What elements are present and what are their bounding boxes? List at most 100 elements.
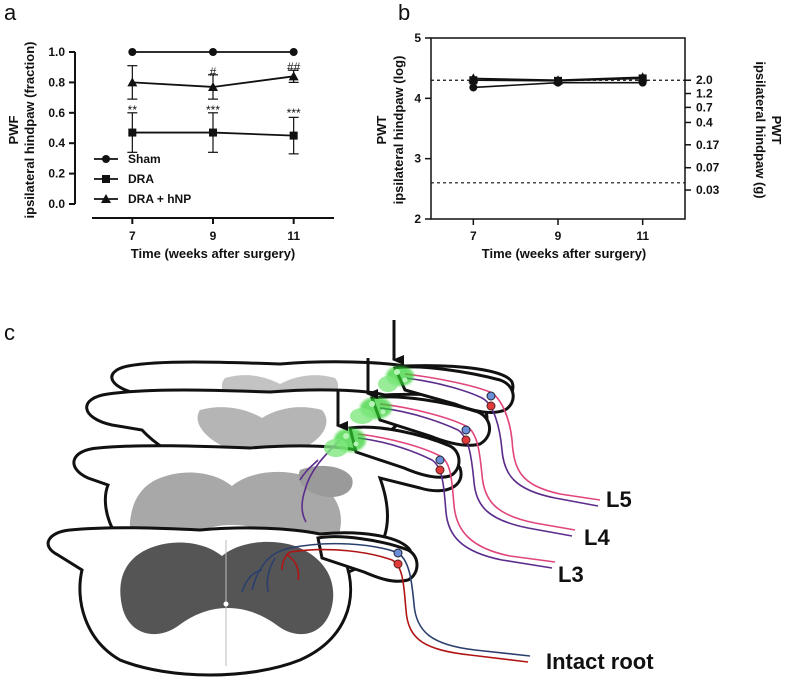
panel-b-x-tick-label: 7 (470, 229, 477, 243)
panel-b-y-tick-label: 3 (414, 152, 421, 166)
root-bulge-l4 (369, 395, 491, 447)
label-l5: L5 (606, 487, 632, 512)
panel-a-significance-mark: # (210, 65, 217, 79)
panel-b-point (637, 72, 648, 82)
node-intact-blue (393, 548, 403, 558)
panel-b-x-tick-label: 9 (555, 229, 562, 243)
panel-b-x-title: Time (weeks after surgery) (482, 246, 647, 261)
node-l5-blue (486, 391, 496, 401)
panel-a-legend-marker (102, 155, 110, 163)
rootlet-l4-motor (379, 407, 573, 537)
panel-a-point (209, 48, 217, 56)
panel-b-point (469, 83, 478, 92)
panel-b-right-tick-label: 2.0 (696, 73, 713, 87)
node-l3-red (435, 465, 445, 475)
panel-a-significance-mark: ** (128, 103, 138, 117)
panel-a-point (128, 128, 137, 137)
panel-a-point (289, 131, 298, 140)
root-bulge-intact (316, 535, 419, 583)
panel-b-right-title-line1: PWT (769, 116, 784, 145)
panel-a-y-tick-label: 0.2 (48, 167, 65, 181)
panel-b-right-ticks: 2.01.20.70.4 0.17 0.07 0.03 (685, 73, 720, 197)
panel-a-legend-label: DRA (128, 172, 154, 186)
panel-b-right-tick-label: 1.2 (696, 87, 713, 101)
root-nodes (393, 391, 496, 569)
label-intact-root: Intact root (546, 649, 654, 674)
panel-b-x-tick-label: 11 (636, 229, 649, 243)
panel-b-point (553, 75, 563, 85)
node-l4-red (461, 435, 471, 445)
panel-c-diagram: c (4, 320, 654, 677)
panel-a-y-tick-label: 1.0 (48, 45, 65, 59)
rootlet-l5-motor (404, 377, 599, 507)
hnp-site-l5 (378, 366, 414, 392)
slice-l4-grey-matter (197, 407, 327, 455)
panel-b-right-tick-label: 0.17 (696, 138, 720, 152)
panel-a-significance-mark: *** (287, 106, 301, 120)
node-l4-blue (461, 425, 471, 435)
panel-a-annotations: ********### (128, 60, 301, 120)
panel-b-series-2 (468, 72, 648, 85)
panel-a-point (208, 81, 218, 91)
hnp-site-l3 (324, 428, 366, 457)
panel-b-y-tick-label: 5 (414, 31, 421, 45)
panel-b-right-tick-label: 0.7 (696, 100, 713, 114)
panel-a-point (128, 48, 137, 56)
panel-b-letter: b (398, 0, 410, 25)
panel-b-point (468, 73, 479, 83)
panel-a-significance-mark: *** (206, 103, 220, 117)
panel-a-x-tick-label: 11 (287, 229, 300, 243)
rootlet-l4-sensory (379, 403, 576, 531)
rootlet-intact-motor (289, 542, 531, 657)
panel-a-series-1 (127, 112, 299, 155)
panel-a-point (288, 71, 299, 81)
panel-c-letter: c (4, 320, 15, 345)
hnp-injection-sites (324, 366, 414, 457)
label-l4: L4 (584, 525, 610, 550)
panel-a-y-tick-label: 0.6 (48, 106, 65, 120)
panel-b-y-title-line1: PWT (374, 116, 389, 145)
node-l5-red (486, 401, 496, 411)
rootlet-l5-sensory (404, 373, 601, 501)
panel-a-x-title: Time (weeks after surgery) (131, 246, 296, 261)
panel-b-y-title-line2: ipsilateral hindpaw (log) (391, 56, 406, 205)
rootlet-l3-sensory (357, 433, 556, 563)
panel-b-right-tick-label: 0.4 (696, 115, 713, 129)
rootlets (241, 373, 601, 663)
panel-b-x-ticks: 7 9 11 (470, 219, 649, 243)
central-canal (223, 601, 229, 607)
panel-a-series-0 (128, 48, 298, 56)
panel-a-legend-marker (101, 194, 111, 203)
panel-a-point (127, 77, 138, 87)
hnp-site-l4 (350, 397, 392, 424)
root-bulges (316, 365, 515, 583)
intraspinal-branch-intact-1 (241, 547, 291, 593)
panel-a-y-title-line1: PWF (6, 116, 21, 145)
panel-b-right-tick-label: 0.07 (696, 161, 720, 175)
panel-a-y-ticks: 1.00.80.60.40.20.0 (48, 45, 75, 211)
panel-b-reference-lines (431, 79, 685, 184)
panel-a-series (127, 48, 299, 155)
panel-b-plot-frame (430, 37, 686, 220)
panel-b-series (468, 72, 648, 92)
label-l3: L3 (558, 562, 584, 587)
panel-b-right-tick-label: 0.03 (696, 183, 720, 197)
panel-b-right-title-line2: ipsilateral hindpaw (g) (753, 61, 768, 198)
panel-a-x-tick-label: 9 (210, 229, 217, 243)
panel-a-legend-marker (102, 175, 110, 183)
node-intact-red (393, 559, 403, 569)
rootlet-l3-motor (357, 437, 553, 569)
root-bulge-l3 (348, 425, 461, 479)
panel-b-y-tick-label: 4 (414, 91, 421, 105)
slice-intact-grey-matter (120, 541, 334, 635)
rootlet-intact-sensory (289, 548, 529, 663)
intraspinal-branch-intact-2 (281, 551, 300, 581)
panel-a-legend-label: Sham (128, 152, 161, 166)
panel-a-point (289, 48, 298, 56)
